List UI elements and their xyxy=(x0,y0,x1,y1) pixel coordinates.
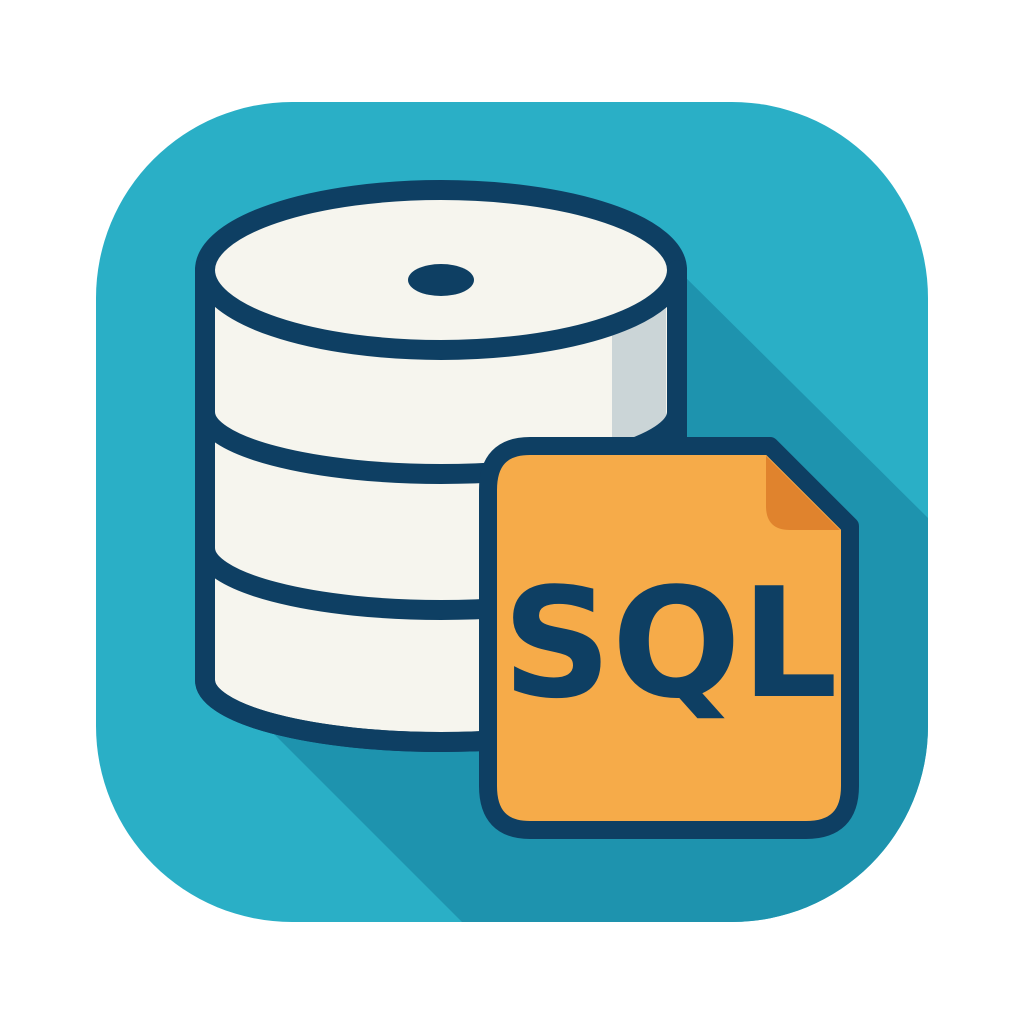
sql-document-icon: SQL xyxy=(479,437,859,839)
document-sheet xyxy=(479,437,859,839)
cylinder-top-hole xyxy=(408,264,474,296)
database-cylinder-icon xyxy=(195,180,687,752)
sql-label: SQL xyxy=(502,555,838,732)
document-folded-corner xyxy=(766,456,840,530)
